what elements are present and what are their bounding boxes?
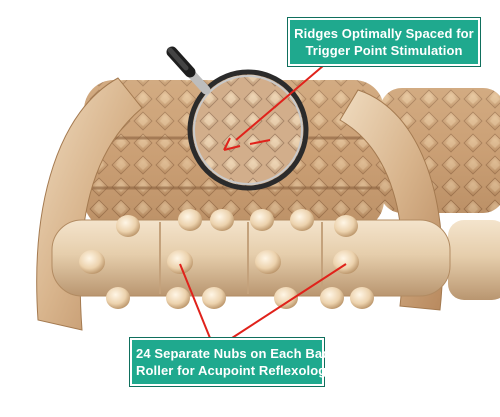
right-roller-edge <box>448 220 500 300</box>
callout-bottom-line-2: Roller for Acupoint Reflexology <box>136 363 334 378</box>
callout-bottom-line-1: 24 Separate Nubs on Each Back <box>136 346 337 361</box>
callout-top-line-1: Ridges Optimally Spaced for <box>294 26 474 41</box>
pointer-lines <box>179 59 347 339</box>
callout-bottom: 24 Separate Nubs on Each Back Roller for… <box>130 338 337 386</box>
front-roller-with-nubs <box>51 209 451 309</box>
callout-top-line-2: Trigger Point Stimulation <box>305 43 463 58</box>
callout-top: Ridges Optimally Spaced for Trigger Poin… <box>288 18 480 66</box>
